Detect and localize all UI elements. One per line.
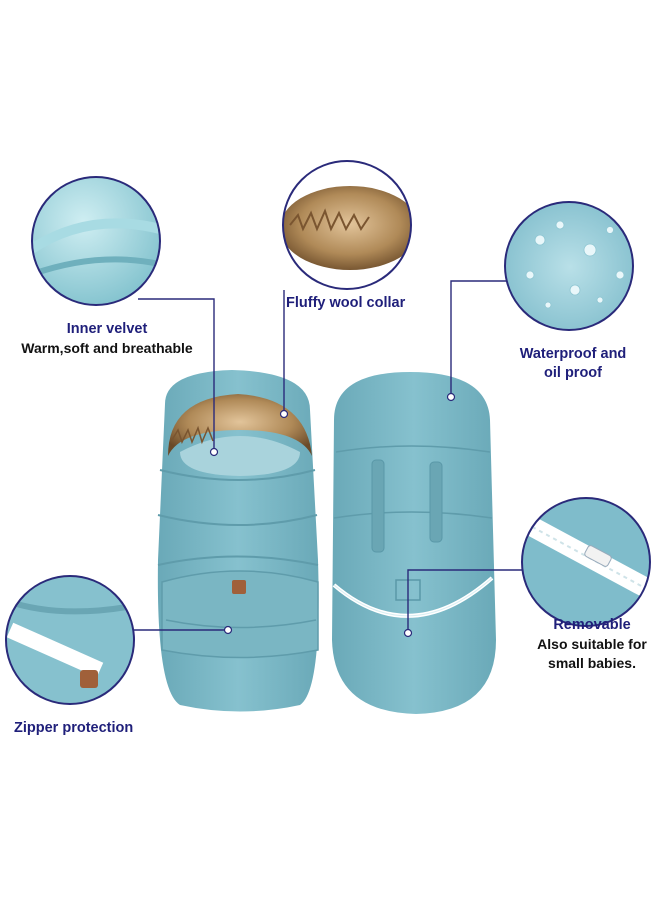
water-droplets-closeup-circle [504, 201, 634, 331]
waterproof-label: Waterproof and oil proof [508, 345, 638, 383]
sleeping-bag-front [157, 370, 319, 712]
removable-title: Removable [553, 617, 631, 633]
removable-desc-line2: small babies. [548, 655, 636, 671]
callout-dots [209, 392, 456, 638]
wool-collar-title: Fluffy wool collar [286, 295, 406, 311]
zipper-protection-label: Zipper protection [14, 719, 133, 738]
inner-velvet-desc: Warm,soft and breathable [21, 340, 193, 356]
removable-desc: Also suitable for [537, 636, 647, 652]
removable-label: Removable Also suitable for small babies… [527, 616, 657, 673]
zipper-guard-closeup-circle [5, 575, 135, 705]
zipper-closeup-circle [521, 497, 651, 627]
callout-lines [134, 280, 528, 632]
waterproof-title-line2: oil proof [544, 365, 602, 381]
inner-velvet-label: Inner velvet Warm,soft and breathable [0, 320, 214, 358]
wool-collar-label: Fluffy wool collar [286, 294, 405, 313]
zipper-protection-title: Zipper protection [14, 720, 134, 736]
inner-velvet-title: Inner velvet [66, 321, 148, 337]
fur-closeup-circle [282, 160, 412, 290]
waterproof-title: Waterproof and [519, 346, 627, 362]
velvet-closeup-circle [31, 176, 161, 306]
sleeping-bag-back [332, 372, 496, 714]
